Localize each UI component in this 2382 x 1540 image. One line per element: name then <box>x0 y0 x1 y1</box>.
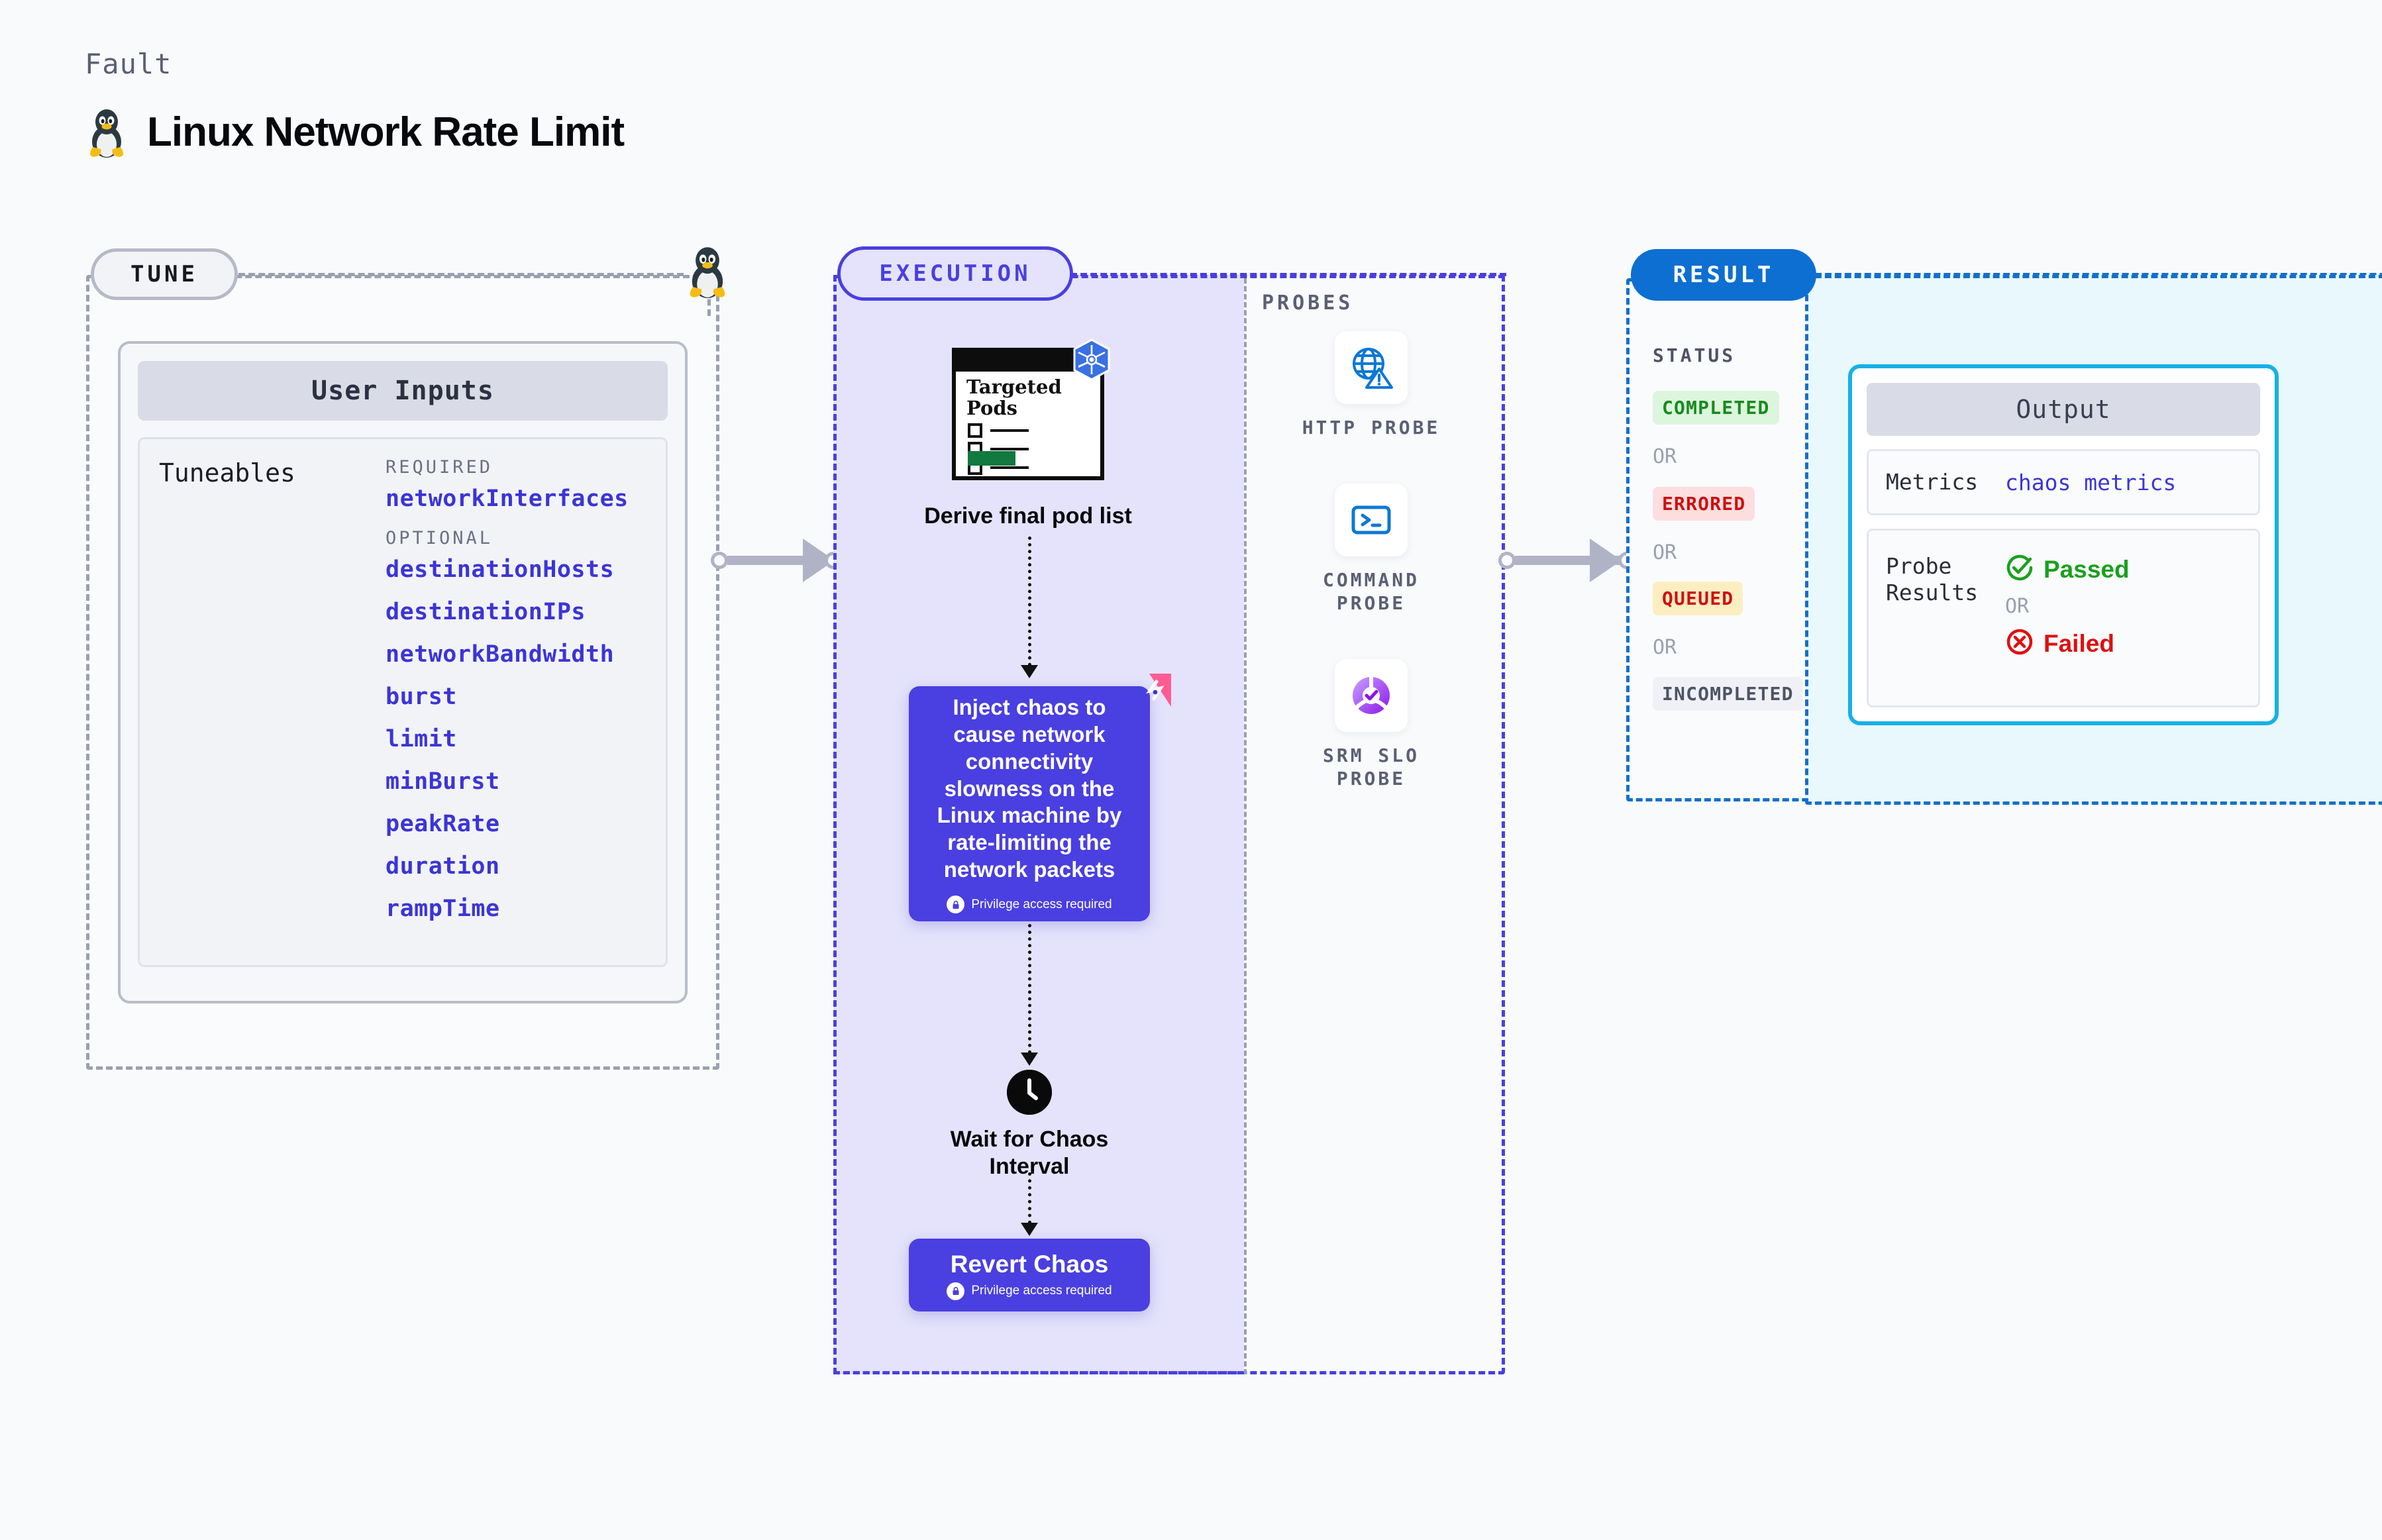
probe-srm-slo[interactable]: SRM SLO PROBE <box>1298 659 1444 790</box>
checkbox-icon[interactable] <box>968 423 982 438</box>
connector-arrow-exec-result <box>1590 539 1622 582</box>
tuneable-destinationhosts[interactable]: destinationHosts <box>386 556 615 583</box>
flow-arrow-1 <box>1021 665 1038 678</box>
probes-divider <box>1244 278 1247 1374</box>
probe-results-row: Probe Results Passed OR Failed <box>1867 529 2260 707</box>
status-badge-queued: QUEUED <box>1653 582 1743 615</box>
privilege-note: Privilege access required <box>947 896 1112 914</box>
result-section-pill: RESULT <box>1631 249 1816 301</box>
tuneable-limit[interactable]: limit <box>386 726 457 752</box>
probe-command[interactable]: COMMAND PROBE <box>1298 484 1444 615</box>
targeted-pods-title: Targeted Pods <box>966 376 1062 419</box>
targeted-pods-card: Targeted Pods <box>952 338 1110 480</box>
connector-dot-tune-out <box>711 552 728 569</box>
flow-connector-2 <box>1028 924 1031 1054</box>
probe-command-label: COMMAND PROBE <box>1322 569 1420 614</box>
check-circle-icon <box>2005 553 2034 586</box>
privilege-note: Privilege access required <box>947 1282 1112 1300</box>
status-badge-errored: ERRORED <box>1653 487 1755 521</box>
user-inputs-header: User Inputs <box>138 361 668 421</box>
clock-icon <box>1007 1070 1052 1115</box>
terminal-icon <box>1335 484 1408 556</box>
probe-result-passed: Passed <box>2005 553 2130 586</box>
inject-chaos-box: Inject chaos to cause network connectivi… <box>909 686 1150 921</box>
placeholder-line <box>990 466 1029 469</box>
linux-penguin-icon <box>86 106 127 158</box>
result-pill-connector <box>1815 273 2382 276</box>
flow-arrow-2 <box>1021 1052 1038 1066</box>
x-circle-icon <box>2005 627 2034 660</box>
fault-title-row: Linux Network Rate Limit <box>86 106 625 158</box>
placeholder-line <box>990 429 1029 432</box>
or-separator: OR <box>1653 445 1677 468</box>
metrics-value[interactable]: chaos metrics <box>2005 469 2177 495</box>
tuneables-list: REQUIRED networkInterfaces OPTIONAL dest… <box>386 457 664 938</box>
revert-chaos-title: Revert Chaos <box>950 1250 1109 1278</box>
probe-http[interactable]: HTTP PROBE <box>1298 331 1444 439</box>
lock-icon <box>947 1282 965 1300</box>
globe-warning-icon <box>1335 331 1408 404</box>
status-bar-green <box>968 451 1015 466</box>
output-header: Output <box>1867 383 2260 436</box>
tuneable-burst[interactable]: burst <box>386 684 457 710</box>
inject-chaos-text: Inject chaos to cause network connectivi… <box>937 694 1122 882</box>
probes-section-label: PROBES <box>1262 291 1354 315</box>
page-title: Linux Network Rate Limit <box>147 109 625 155</box>
passed-label: Passed <box>2044 555 2130 583</box>
tuneables-box <box>138 437 668 967</box>
metrics-key: Metrics <box>1886 469 1979 495</box>
tune-pill-connector <box>238 273 684 276</box>
tuneables-label: Tuneables <box>159 458 295 488</box>
tuneables-group-title-required: REQUIRED <box>386 457 493 478</box>
kubernetes-icon <box>1070 338 1113 382</box>
probe-srm-slo-label: SRM SLO PROBE <box>1322 744 1420 790</box>
privilege-note-text: Privilege access required <box>971 1284 1112 1298</box>
probe-result-failed: Failed <box>2005 627 2130 660</box>
execution-section-pill: EXECUTION <box>837 246 1073 301</box>
tuneable-duration[interactable]: duration <box>386 853 500 880</box>
or-separator: OR <box>2005 595 2030 618</box>
flow-connector-3 <box>1028 1172 1031 1224</box>
tuneable-minburst[interactable]: minBurst <box>386 768 500 795</box>
derive-final-pod-list-label: Derive final pod list <box>924 503 1132 529</box>
or-separator: OR <box>1653 541 1677 564</box>
status-label: STATUS <box>1653 344 1736 366</box>
probe-http-label: HTTP PROBE <box>1302 417 1441 438</box>
privilege-note-text: Privilege access required <box>971 897 1112 911</box>
metrics-row: Metrics chaos metrics <box>1867 449 2260 515</box>
fault-kicker-label: Fault <box>85 48 172 80</box>
execution-inner-border <box>833 275 1244 1374</box>
execution-pill-connector <box>1070 273 1506 276</box>
tuneable-ramptime[interactable]: rampTime <box>386 896 500 922</box>
tune-section-pill: TUNE <box>91 248 238 300</box>
tuneable-networkbandwidth[interactable]: networkBandwidth <box>386 641 615 668</box>
tuneables-group-title-optional: OPTIONAL <box>386 528 493 548</box>
slo-check-icon <box>1335 659 1408 732</box>
linux-penguin-icon-small <box>686 244 729 301</box>
litmuschaos-icon <box>1126 672 1172 713</box>
tuneable-networkinterfaces[interactable]: networkInterfaces <box>386 486 629 512</box>
status-badge-incompleted: INCOMPLETED <box>1653 677 1803 711</box>
targeted-pods-row <box>968 423 1029 438</box>
revert-chaos-box: Revert Chaos Privilege access required <box>909 1239 1150 1311</box>
tuneable-destinationips[interactable]: destinationIPs <box>386 599 586 625</box>
flow-connector-1 <box>1028 537 1031 666</box>
placeholder-line <box>990 448 1029 450</box>
probe-results-key: Probe Results <box>1886 553 1979 605</box>
failed-label: Failed <box>2044 629 2114 657</box>
flow-arrow-3 <box>1021 1223 1038 1236</box>
tuneable-peakrate[interactable]: peakRate <box>386 811 500 837</box>
connector-dot-exec-out <box>1498 552 1516 569</box>
or-separator: OR <box>1653 636 1677 659</box>
status-badge-completed: COMPLETED <box>1653 391 1779 425</box>
lock-icon <box>947 896 965 914</box>
